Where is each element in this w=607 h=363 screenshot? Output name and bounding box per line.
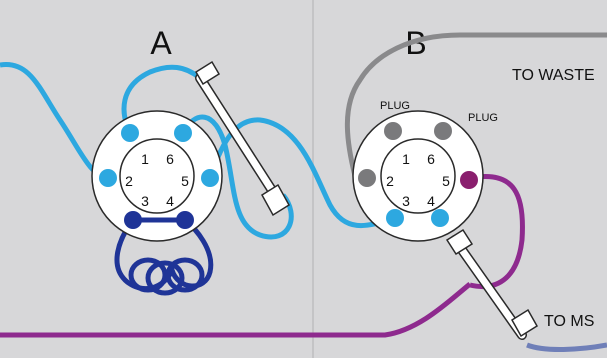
valve-a: 1 6 2 5 3 4 [91,110,223,242]
valve-a-port-6: 6 [166,151,174,167]
to-ms-label: TO MS [544,313,594,330]
valve-a-port-4: 4 [166,193,174,209]
sample-loop-coil-2 [145,260,185,296]
purple-tube-loop [469,174,525,289]
valve-a-port-3: 3 [141,193,149,209]
valve-a-port-dot-6 [174,124,192,142]
to-waste-label: TO WASTE [512,67,595,84]
valve-a-port-dot-4 [176,211,194,229]
blue-tube-to-ms [526,342,607,352]
valve-b-port-dot-5 [460,171,478,189]
valve-b-port-dot-6 [434,122,452,140]
valve-a-port-dot-1 [121,124,139,142]
valve-a-port-2: 2 [125,173,133,189]
valve-b-port-dot-3 [386,209,404,227]
valve-a-port-dot-2 [99,169,117,187]
valve-b-port-dot-4 [431,209,449,227]
union-fitting-a [194,60,290,217]
valve-b-port-6: 6 [427,151,435,167]
valve-b-port-dot-1 [384,122,402,140]
valve-a-port-dot-5 [201,169,219,187]
valve-b: 1 6 2 5 3 4 [352,110,484,242]
valve-a-port-5: 5 [181,173,189,189]
valve-b-port-1: 1 [402,151,410,167]
blue-tube-crossover [207,117,396,229]
panel-a-label: A [150,25,172,61]
valve-a-port-1: 1 [141,151,149,167]
valve-b-port-5: 5 [442,173,450,189]
valve-b-port-4: 4 [427,193,435,209]
blue-tube-top-loop [121,64,202,135]
purple-tube-bottom [0,282,472,338]
valve-b-plug-left-label: PLUG [380,100,410,112]
valve-b-port-3: 3 [402,193,410,209]
blue-tube-right-loop [180,114,294,240]
valve-a-port-dot-3 [124,211,142,229]
valve-b-port-2: 2 [386,173,394,189]
union-fitting-b [445,228,539,340]
gray-waste-tube [344,32,607,177]
valve-b-port-dot-2 [358,169,376,187]
valve-b-plug-right-label: PLUG [468,112,498,124]
sample-loop-coil-3 [165,257,205,293]
sample-loop [114,218,214,292]
sample-loop-coil-1 [128,257,168,293]
